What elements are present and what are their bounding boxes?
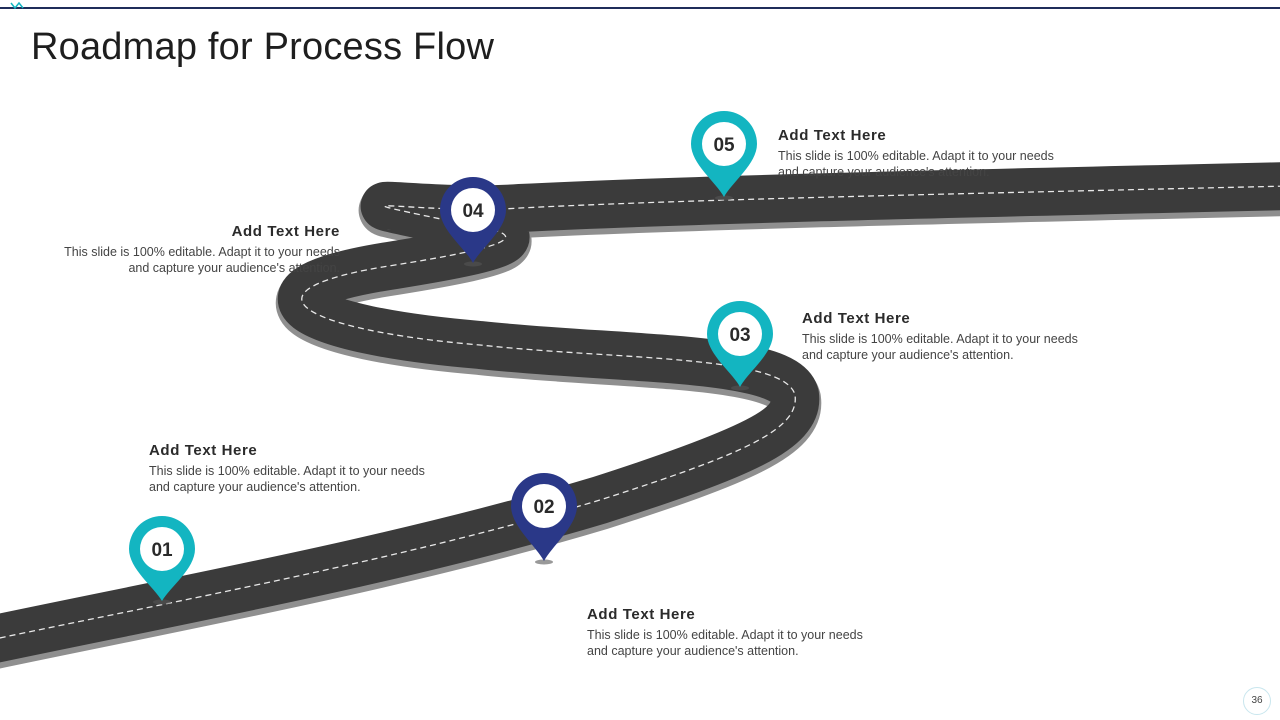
milestone-heading: Add Text Here — [149, 442, 258, 459]
milestone-number: 01 — [151, 540, 173, 561]
milestone-text-04: Add Text Here This slide is 100% editabl… — [10, 223, 340, 276]
milestone-pin-02: 02 — [511, 473, 577, 565]
milestone-number: 04 — [462, 201, 484, 222]
milestone-heading: Add Text Here — [587, 606, 696, 623]
milestone-text-02: Add Text Here This slide is 100% editabl… — [587, 606, 917, 659]
milestone-body-line: This slide is 100% editable. Adapt it to… — [802, 332, 1078, 346]
milestone-heading: Add Text Here — [778, 127, 887, 144]
milestone-number: 05 — [713, 135, 735, 156]
milestone-body-line: This slide is 100% editable. Adapt it to… — [778, 149, 1054, 163]
milestone-body: This slide is 100% editable. Adapt it to… — [149, 463, 479, 495]
milestone-body: This slide is 100% editable. Adapt it to… — [778, 148, 1108, 180]
milestone-heading: Add Text Here — [802, 310, 911, 327]
milestone-body-line: and capture your audience's attention. — [587, 644, 799, 658]
milestone-body-line: and capture your audience's attention. — [149, 480, 361, 494]
milestone-body-line: This slide is 100% editable. Adapt it to… — [149, 464, 425, 478]
milestone-pin-04: 04 — [440, 177, 506, 267]
milestone-text-05: Add Text Here This slide is 100% editabl… — [778, 127, 1108, 180]
page-number: 36 — [1243, 687, 1271, 715]
milestone-pin-01: 01 — [129, 516, 195, 605]
milestone-number: 02 — [533, 497, 554, 518]
milestone-pin-03: 03 — [707, 301, 773, 391]
page-title: Roadmap for Process Flow — [31, 26, 495, 68]
milestone-body-line: This slide is 100% editable. Adapt it to… — [64, 245, 340, 259]
corner-decoration-icon — [10, 1, 24, 10]
top-rule — [0, 7, 1280, 9]
milestone-number: 03 — [729, 325, 750, 346]
milestone-body-line: and capture your audience's attention. — [128, 261, 340, 275]
milestone-text-03: Add Text Here This slide is 100% editabl… — [802, 310, 1132, 363]
milestone-body-line: and capture your audience's attention. — [802, 348, 1014, 362]
milestone-body: This slide is 100% editable. Adapt it to… — [802, 331, 1132, 363]
milestone-body-line: This slide is 100% editable. Adapt it to… — [587, 628, 863, 642]
milestone-heading: Add Text Here — [231, 223, 340, 240]
milestone-body: This slide is 100% editable. Adapt it to… — [587, 627, 917, 659]
milestone-body: This slide is 100% editable. Adapt it to… — [10, 244, 340, 276]
milestone-pin-05: 05 — [691, 111, 757, 201]
milestone-body-line: and capture your audience's attention. — [778, 165, 990, 179]
milestone-text-01: Add Text Here This slide is 100% editabl… — [149, 442, 479, 495]
